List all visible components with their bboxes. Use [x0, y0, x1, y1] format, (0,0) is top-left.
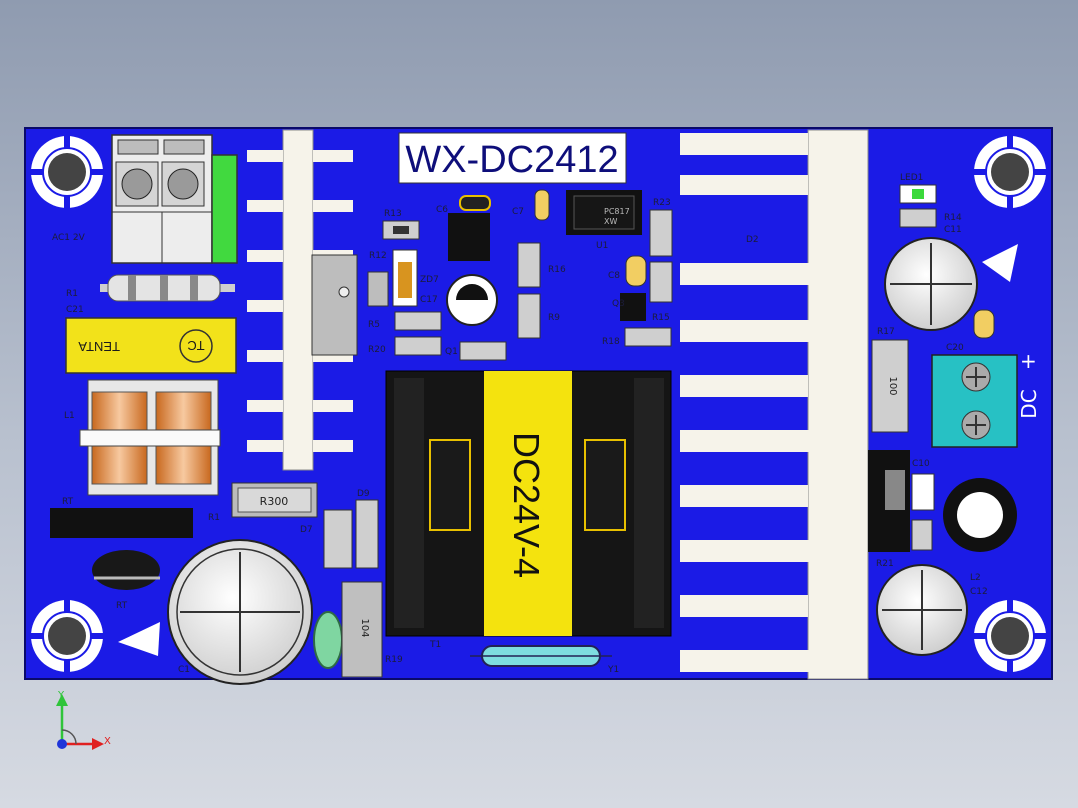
label-r20: R20 — [368, 345, 386, 355]
mounting-hole-bottom-left — [31, 600, 103, 672]
label-r14: R14 — [944, 213, 962, 223]
label-c1: C1 — [178, 665, 190, 675]
label-r16: R16 — [548, 265, 566, 275]
mounting-hole-top-right — [974, 136, 1046, 208]
label-r23: R23 — [653, 198, 671, 208]
capacitor-c12 — [876, 564, 968, 656]
label-u1: U1 — [596, 241, 608, 251]
label-r17: R17 — [877, 327, 895, 337]
heatsink-right — [680, 129, 869, 680]
axis-x-label: X — [104, 736, 111, 747]
value-100: 100 — [887, 376, 898, 395]
transformer-label: DC24V-4 — [506, 432, 547, 578]
fuse-component — [65, 317, 237, 374]
warning-icon-left — [118, 622, 160, 656]
title-box — [398, 132, 627, 184]
resistor-r1-body — [100, 274, 235, 302]
output-label: DC — [1017, 389, 1041, 418]
fuse-brand: TENTA — [78, 339, 120, 354]
label-r1-shunt: R1 — [208, 513, 220, 523]
diodes-d9 — [323, 499, 383, 678]
label-d7: D7 — [300, 525, 313, 535]
label-r19: R19 — [385, 655, 403, 665]
capacitor-green — [313, 611, 343, 669]
label-rt-small: RT — [116, 601, 128, 611]
label-l2: L2 — [970, 573, 981, 583]
label-q3: Q3 — [612, 299, 625, 309]
connector-strip — [50, 508, 193, 538]
fuse-mark: TC — [187, 338, 204, 353]
opto-marking-2: XW — [604, 217, 617, 226]
value-104: 104 — [359, 618, 370, 637]
label-r12: R12 — [369, 251, 387, 261]
label-d9: D9 — [357, 489, 370, 499]
inductor-l1 — [79, 379, 221, 496]
capacitor-c1 — [167, 539, 313, 685]
label-y1: Y1 — [607, 665, 619, 675]
label-c20: C20 — [946, 343, 964, 353]
label-c17: C17 — [420, 295, 438, 305]
heatsink-left — [247, 129, 358, 471]
input-label: AC1 2V — [52, 233, 86, 243]
board-title: WX-DC2412 — [405, 139, 618, 181]
label-c7: C7 — [512, 207, 524, 217]
capacitor-c11 — [884, 237, 978, 331]
mounting-hole-top-left — [31, 136, 103, 208]
warning-icon-right — [982, 244, 1018, 282]
opto-marking: PC817 — [604, 207, 630, 216]
smd-cluster — [367, 189, 673, 361]
axis-indicator — [56, 694, 104, 750]
label-zd7: ZD7 — [420, 275, 439, 285]
output-polarity: + — [1020, 349, 1037, 373]
input-terminal-block — [111, 134, 238, 264]
capacitor-small — [973, 309, 995, 339]
label-r13: R13 — [384, 209, 402, 219]
axis-y-label: Y — [57, 690, 65, 701]
label-c21: C21 — [66, 305, 84, 315]
label-r9: R9 — [548, 313, 560, 323]
label-c12: C12 — [970, 587, 988, 597]
label-c11: C11 — [944, 225, 962, 235]
label-r21: R21 — [876, 559, 894, 569]
label-c6: C6 — [436, 205, 448, 215]
label-rt: RT — [62, 497, 74, 507]
label-q1: Q1 — [445, 347, 458, 357]
label-r18: R18 — [602, 337, 620, 347]
varistor — [92, 550, 160, 590]
transformer-t1 — [385, 370, 672, 637]
label-d2: D2 — [746, 235, 759, 245]
output-terminal-block — [931, 354, 1018, 448]
label-c10: C10 — [912, 459, 930, 469]
shunt-resistor — [231, 482, 318, 518]
mounting-hole-bottom-right — [974, 600, 1046, 672]
label-r15: R15 — [652, 313, 670, 323]
capacitor-y1 — [470, 645, 612, 667]
label-r1: R1 — [66, 289, 78, 299]
label-l1: L1 — [64, 411, 75, 421]
resistor-r17 — [871, 339, 909, 433]
label-r5: R5 — [368, 320, 380, 330]
label-t1: T1 — [429, 640, 441, 650]
shunt-value: R300 — [260, 495, 289, 508]
lower-right-parts — [868, 450, 1017, 552]
led-indicator — [899, 184, 937, 228]
label-c8: C8 — [608, 271, 620, 281]
label-led1: LED1 — [900, 173, 923, 183]
